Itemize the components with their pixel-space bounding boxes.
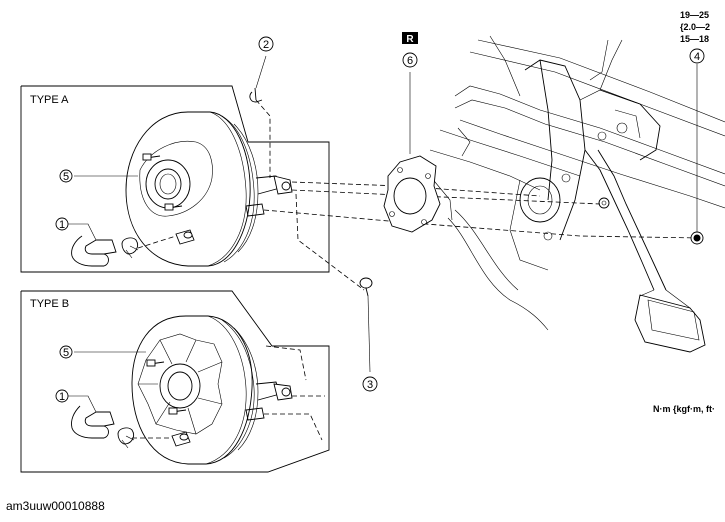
- replace-part-badge: R: [402, 32, 418, 45]
- svg-text:R: R: [406, 34, 414, 45]
- brake-booster-type-a: [125, 111, 293, 267]
- type-b-label: TYPE B: [30, 298, 69, 310]
- svg-text:5: 5: [63, 347, 69, 359]
- svg-text:{2.0—2: {2.0—2: [680, 22, 710, 32]
- callout-5-type-b: 5: [59, 345, 73, 359]
- callout-1-type-b: 1: [55, 389, 69, 403]
- callout-5-type-a: 5: [59, 169, 73, 183]
- brake-booster-type-b: [131, 315, 293, 465]
- callout-1-type-a: 1: [55, 217, 69, 231]
- svg-text:1: 1: [59, 219, 65, 231]
- svg-text:1: 1: [59, 391, 65, 403]
- torque-units-label: N·m {kgf·m, ft·: [653, 404, 715, 414]
- svg-text:6: 6: [407, 55, 413, 67]
- booster-gasket: [383, 72, 441, 233]
- svg-text:5: 5: [63, 171, 69, 183]
- svg-text:4: 4: [694, 51, 700, 63]
- callout-4: 4: [689, 48, 705, 64]
- callout-2: 2: [258, 36, 274, 52]
- torque-spec: 19—25 {2.0—2 15—18: [680, 10, 710, 44]
- callout-6: 6: [402, 52, 418, 68]
- snap-pin: [249, 55, 267, 103]
- type-a-label: TYPE A: [30, 94, 69, 106]
- figure-code: am3uuw00010888: [6, 499, 105, 513]
- svg-text:15—18: 15—18: [680, 34, 709, 44]
- callout-3: 3: [362, 376, 378, 392]
- type-a-panel: TYPE A: [20, 85, 330, 273]
- svg-text:2: 2: [263, 39, 269, 51]
- booster-nut: [690, 64, 704, 245]
- vacuum-hose-type-b: [71, 405, 135, 449]
- pedal-bracket-assembly: [429, 35, 725, 353]
- vacuum-hose-type-a: [71, 235, 139, 267]
- clevis-bolt: [359, 277, 373, 373]
- assembly-guide-lines: [255, 99, 701, 441]
- type-b-panel: TYPE B: [20, 290, 330, 473]
- svg-text:19—25: 19—25: [680, 10, 709, 20]
- svg-text:3: 3: [367, 379, 373, 391]
